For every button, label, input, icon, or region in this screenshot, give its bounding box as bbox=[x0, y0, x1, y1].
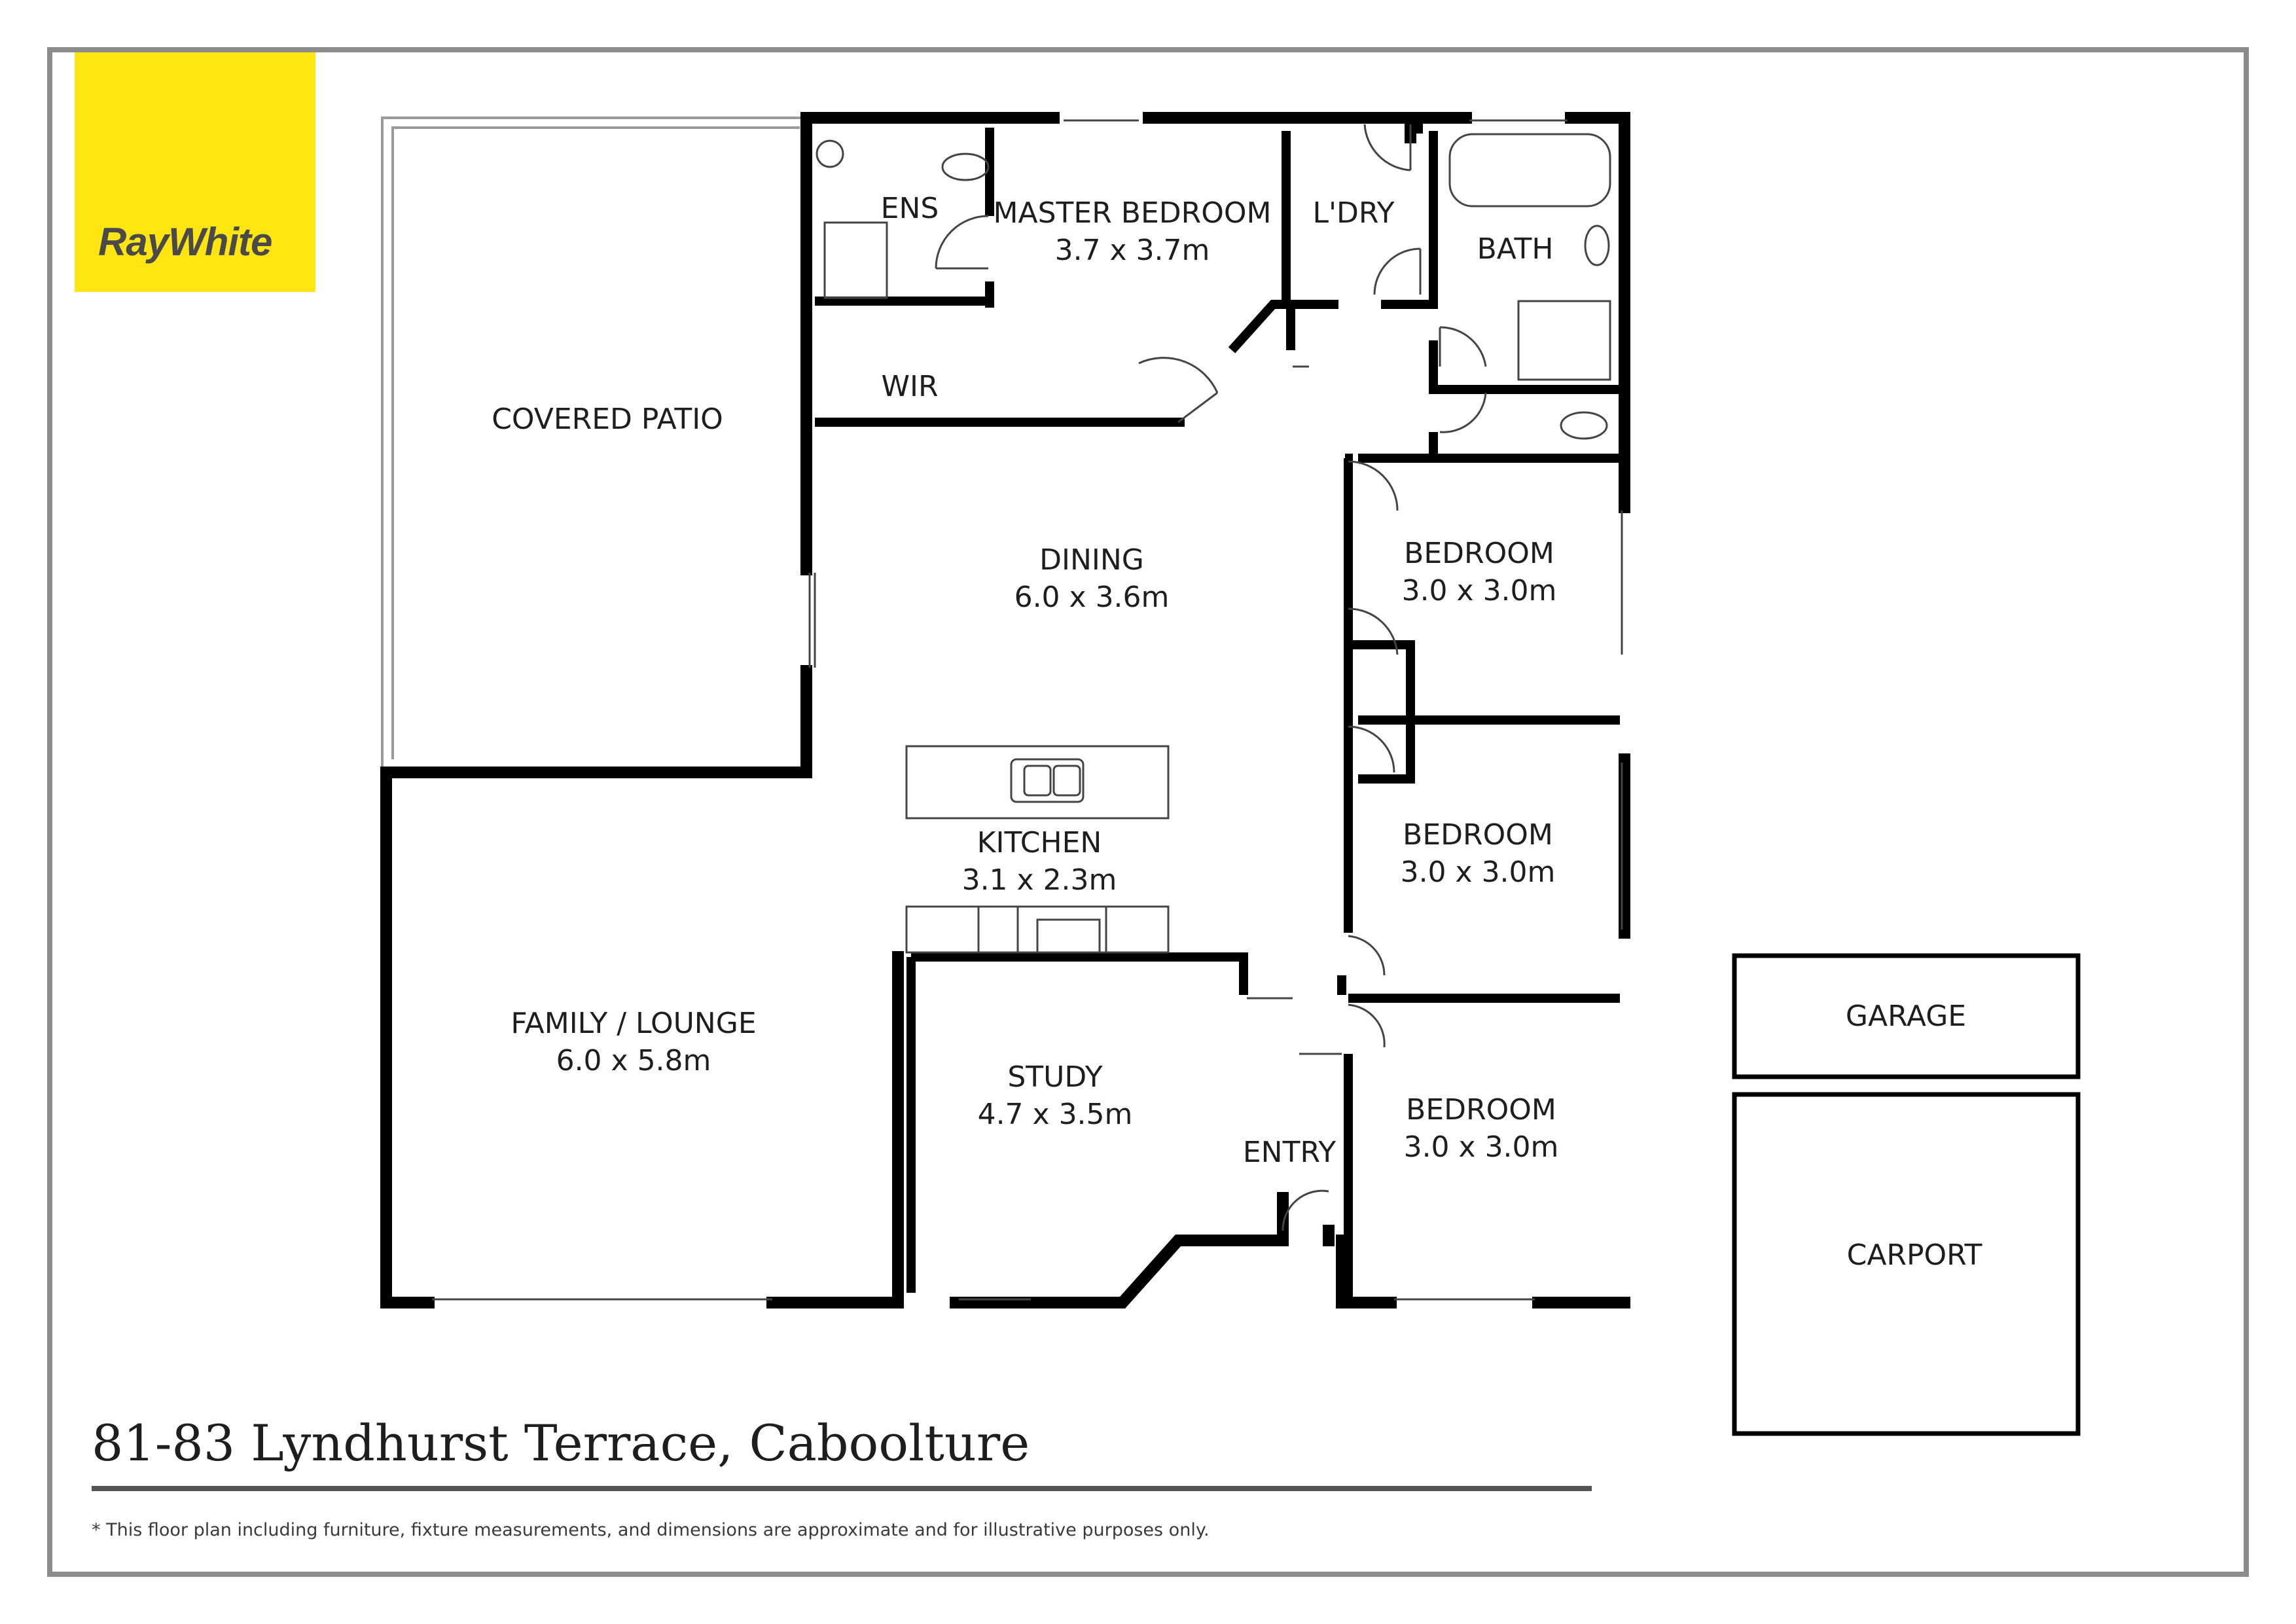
carport-label: CARPORT bbox=[1847, 1238, 1982, 1272]
disclaimer-text: * This floor plan including furniture, f… bbox=[92, 1520, 1210, 1540]
address-underline bbox=[92, 1486, 1592, 1491]
study-label: STUDY bbox=[1007, 1060, 1102, 1094]
kitchen-size: 3.1 x 2.3m bbox=[962, 863, 1117, 897]
wir-label: WIR bbox=[881, 370, 938, 403]
interior-walls bbox=[815, 128, 1620, 1303]
bedroom-3-label: BEDROOM bbox=[1406, 1093, 1556, 1127]
family-lounge-label: FAMILY / LOUNGE bbox=[511, 1007, 756, 1040]
bedroom-3-size: 3.0 x 3.0m bbox=[1404, 1130, 1559, 1164]
bath-label: BATH bbox=[1477, 232, 1554, 266]
bedroom-2-size: 3.0 x 3.0m bbox=[1401, 856, 1556, 889]
logo-text: RayWhite bbox=[98, 220, 272, 264]
page-frame bbox=[47, 47, 2249, 1577]
garage-outline bbox=[1732, 953, 2081, 1079]
master-bedroom-size: 3.7 x 3.7m bbox=[1055, 234, 1210, 267]
exterior-walls bbox=[380, 112, 1630, 1308]
covered-patio-label: COVERED PATIO bbox=[492, 403, 723, 436]
entry-label: ENTRY bbox=[1243, 1136, 1336, 1169]
bedroom-2-label: BEDROOM bbox=[1403, 818, 1553, 852]
laundry-label: L'DRY bbox=[1312, 196, 1394, 230]
master-bedroom-label: MASTER BEDROOM bbox=[994, 196, 1272, 230]
ens-label: ENS bbox=[881, 192, 939, 225]
bedroom-1-size: 3.0 x 3.0m bbox=[1402, 574, 1557, 607]
dining-size: 6.0 x 3.6m bbox=[1014, 581, 1170, 614]
ray-white-logo: RayWhite bbox=[75, 52, 315, 292]
doors-and-windows bbox=[432, 119, 1623, 1301]
kitchen-label: KITCHEN bbox=[977, 826, 1102, 859]
family-lounge-size: 6.0 x 5.8m bbox=[556, 1044, 711, 1077]
outbuildings bbox=[1732, 953, 2081, 1436]
fixtures bbox=[816, 133, 1611, 954]
carport-outline bbox=[1732, 1092, 2081, 1436]
dining-label: DINING bbox=[1039, 543, 1144, 577]
garage-label: GARAGE bbox=[1846, 1000, 1966, 1033]
bedroom-1-label: BEDROOM bbox=[1404, 537, 1554, 570]
property-address: 81-83 Lyndhurst Terrace, Caboolture bbox=[92, 1414, 1030, 1472]
study-size: 4.7 x 3.5m bbox=[978, 1098, 1133, 1131]
covered-patio-outline bbox=[381, 117, 806, 769]
